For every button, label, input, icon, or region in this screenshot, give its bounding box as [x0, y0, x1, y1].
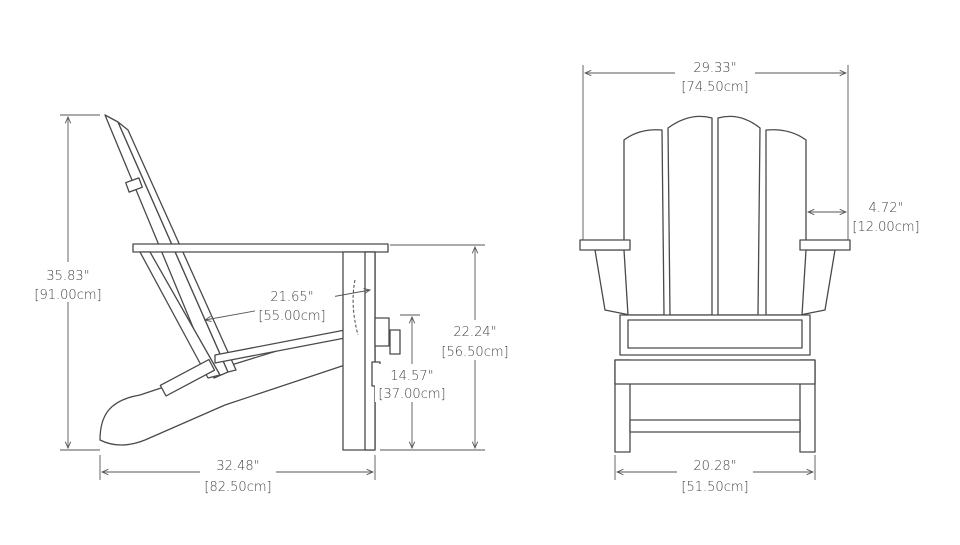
arm-support	[139, 251, 221, 379]
back-bracket	[125, 177, 143, 193]
arm-height-cm-label: [56.50cm]	[441, 345, 508, 360]
arm-width-in-label: 4.72"	[869, 201, 904, 216]
side-dimensions: 35.83" [91.00cm] 21.65" [55.00cm] 22.24"…	[28, 114, 516, 495]
back-slat-1	[623, 129, 665, 316]
back-slat-4	[765, 129, 807, 316]
seat-height-in-label: 14.57"	[390, 369, 433, 384]
seat-width-cm-label: [51.50cm]	[681, 480, 748, 495]
seat-depth-cm-label: [55.00cm]	[258, 309, 325, 324]
arm-height-in-label: 22.24"	[453, 325, 496, 340]
seat-depth-in-label: 21.65"	[270, 290, 313, 305]
cup-holder-tab	[389, 329, 401, 355]
side-view-chair	[99, 114, 401, 451]
seat-height-cm-label: [37.00cm]	[378, 387, 445, 402]
armrest	[132, 243, 389, 253]
arm-width-cm-label: [12.00cm]	[852, 220, 919, 235]
width-in-label: 29.33"	[693, 61, 736, 76]
front-view-chair	[579, 115, 851, 453]
depth-cm-label: [82.50cm]	[204, 480, 271, 495]
back-slat-2	[667, 115, 713, 316]
right-armrest	[799, 239, 851, 251]
depth-in-label: 32.48"	[216, 459, 259, 474]
width-cm-label: [74.50cm]	[681, 80, 748, 95]
seat-front-inner	[627, 319, 803, 349]
front-apron	[614, 359, 816, 385]
cup-holder	[374, 317, 390, 347]
height-cm-label: [91.00cm]	[34, 288, 101, 303]
front-dimensions: 29.33" [74.50cm] 4.72" [12.00cm] 20.28" …	[582, 58, 920, 495]
back-slat-3	[717, 115, 761, 316]
seat-width-in-label: 20.28"	[693, 459, 736, 474]
height-in-label: 35.83"	[46, 269, 89, 284]
left-armrest	[579, 239, 631, 251]
lower-rail	[629, 419, 801, 433]
lower-bracket	[159, 358, 216, 397]
front-leg-edge	[364, 251, 376, 451]
